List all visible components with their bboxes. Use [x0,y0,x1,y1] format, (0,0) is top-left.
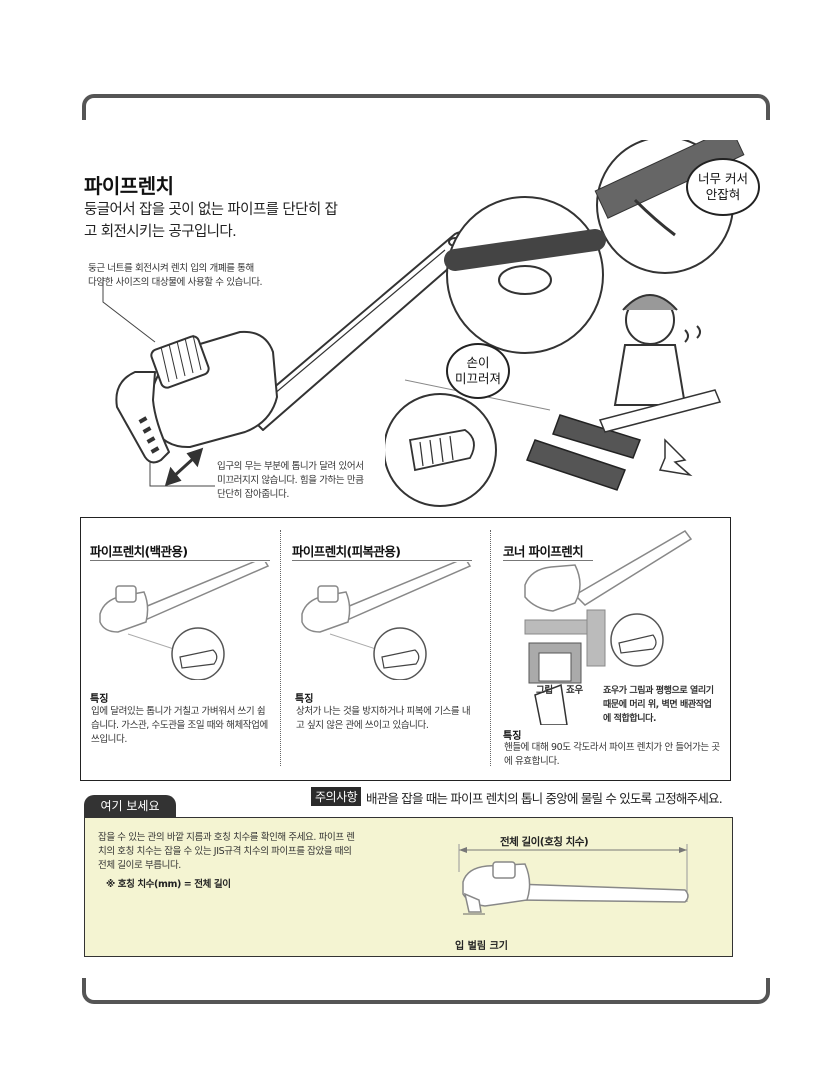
feature-label: 특징 [295,694,314,705]
corner-wrench-illustration [524,530,693,725]
worker-scene-illustration [385,140,745,507]
look-here-text: 잡을 수 있는 관의 바깥 지름과 호칭 치수를 확인해 주세요. 파이프 렌치… [98,832,355,871]
coated-pipe-wrench-illustration [301,562,472,680]
dimension-mouth-label: 입 벌림 크기 [455,941,508,952]
type-title-corner-wrench: 코너 파이프렌치 [503,544,584,559]
wrench-types-panel [80,517,731,781]
caution-badge: 주의사항 [311,787,362,806]
feature-text-white-pipe: 입에 달려있는 톱니가 거칠고 가벼워서 쓰기 쉽습니다. 가스관, 수도관을 … [91,706,268,745]
label-jaw: 죠우 [566,685,583,696]
top-frame-bracket [82,94,770,120]
panel-divider-2 [490,530,491,766]
corner-side-note: 죠우가 그림과 평행으로 열리기 때문에 머리 위, 벽면 배관작업에 적합합니… [603,686,714,724]
dimension-total-label: 전체 길이(호칭 치수) [500,836,589,848]
page-subtitle: 둥글어서 잡을 곳이 없는 파이프를 단단히 잡고 회전시키는 공구입니다. [84,202,338,240]
type-title-underline [90,560,270,561]
size-formula: ※ 호칭 치수(mm) = 전체 길이 [106,879,231,890]
feature-label: 특징 [90,694,109,705]
white-pipe-wrench-illustration [99,562,270,680]
bubble-too-big: 너무 커서 안잡혀 [686,158,760,216]
feature-label: 특징 [503,731,522,742]
type-title-white-pipe: 파이프렌치(백관용) [90,544,188,559]
page-title: 파이프렌치 [84,174,174,198]
feature-text-coated-pipe: 상처가 나는 것을 방지하거나 피복에 기스를 내고 싶지 않은 관에 쓰이고 … [296,706,471,731]
nut-note: 둥근 너트를 회전시켜 렌치 입의 개폐를 통해 다양한 사이즈의 대상물에 사… [88,263,263,288]
bottom-frame-bracket [82,978,770,1004]
bubble-slip: 손이 미끄러져 [446,343,510,399]
panel-divider-1 [280,530,281,766]
caution-text: 배관을 잡을 때는 파이프 렌치의 톱니 중앙에 물릴 수 있도록 고정해주세요… [366,791,723,806]
look-here-tab: 여기 보세요 [84,795,176,817]
dimension-wrench-illustration [458,844,689,915]
type-title-coated-pipe: 파이프렌치(피복관용) [292,544,401,559]
type-title-underline [292,560,472,561]
teeth-note: 입구의 무는 부분에 톱니가 달려 있어서 미끄러지지 않습니다. 힘을 가하는… [217,461,364,500]
type-title-underline [503,560,593,561]
feature-text-corner-wrench: 핸들에 대해 90도 각도라서 파이프 렌치가 안 들어가는 곳에 유효합니다. [504,742,720,767]
look-here-panel [84,817,733,957]
label-grip: 그립 [536,685,553,696]
